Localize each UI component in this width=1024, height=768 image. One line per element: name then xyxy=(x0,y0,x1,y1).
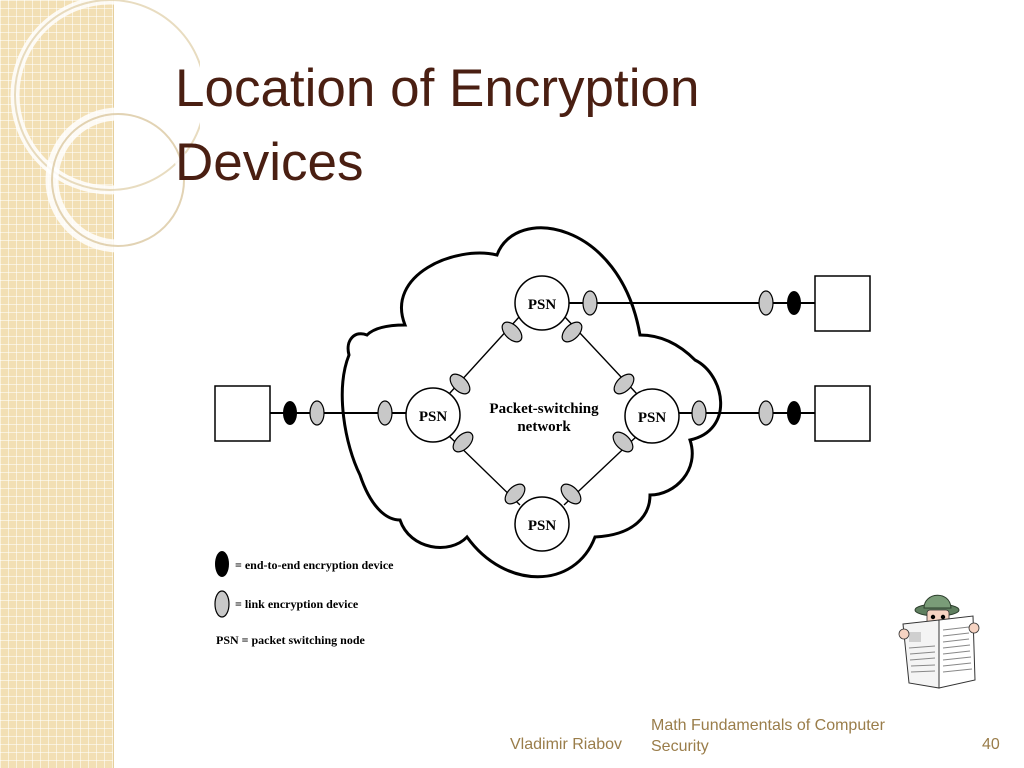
network-cloud xyxy=(340,226,723,579)
host-top-right xyxy=(814,275,871,332)
link-encryption-device-icon xyxy=(309,400,325,426)
psn-label: PSN xyxy=(528,297,557,313)
footer-author: Vladimir Riabov xyxy=(510,736,623,753)
slide-title-line2: Devices xyxy=(175,133,364,192)
link-encryption-device-icon xyxy=(758,290,774,316)
host-right xyxy=(814,385,871,442)
host-left xyxy=(214,385,271,442)
link-encryption-device-icon xyxy=(377,400,393,426)
end-to-end-encryption-device-icon xyxy=(787,401,801,425)
encryption-location-diagram: PSN PSN PSN PSN Packet-switching network xyxy=(214,226,871,647)
link-encryption-device-icon xyxy=(504,483,526,505)
link-encryption-device-icon xyxy=(452,431,474,453)
end-to-end-encryption-device-icon xyxy=(787,291,801,315)
psn-label: PSN xyxy=(638,410,667,426)
footer-course-title: Math Fundamentals of Computer Security xyxy=(651,715,921,757)
legend-psn-label: PSN = packet switching node xyxy=(216,633,366,647)
network-label-line1: Packet-switching xyxy=(489,401,599,417)
psn-node-right: PSN xyxy=(624,388,680,444)
footer-course-line2: Security xyxy=(651,738,709,755)
legend-end-to-end-label: = end-to-end encryption device xyxy=(235,558,394,572)
link-encryption-device-icon xyxy=(758,400,774,426)
psn-label: PSN xyxy=(528,518,557,534)
link-encryption-device-icon xyxy=(561,321,583,343)
legend-end-to-end-icon xyxy=(215,551,229,577)
psn-label: PSN xyxy=(419,409,448,425)
link-encryption-device-icon xyxy=(501,321,523,343)
link-encryption-device-icon xyxy=(613,373,635,395)
footer-course-line1: Math Fundamentals of Computer xyxy=(651,717,885,734)
link-encryption-device-icon xyxy=(582,290,598,316)
end-to-end-encryption-device-icon xyxy=(283,401,297,425)
legend-link-icon xyxy=(214,590,230,618)
slide-title: Location of Encryption Devices xyxy=(175,52,875,200)
link-encryption-device-icon xyxy=(612,431,634,453)
page-number: 40 xyxy=(982,736,1000,753)
link-encryption-device-icon xyxy=(691,400,707,426)
psn-node-left: PSN xyxy=(405,387,461,443)
legend-link-label: = link encryption device xyxy=(235,597,359,611)
link-encryption-device-icon xyxy=(449,373,471,395)
slide-title-line1: Location of Encryption xyxy=(175,59,700,118)
link-encryption-device-icon xyxy=(560,483,582,505)
network-label-line2: network xyxy=(517,419,571,435)
decorative-rings xyxy=(10,0,200,253)
spy-reading-newspaper-icon xyxy=(898,594,980,689)
psn-node-bottom: PSN xyxy=(514,496,570,552)
legend: = end-to-end encryption device = link en… xyxy=(214,551,394,647)
psn-node-top: PSN xyxy=(514,275,570,331)
